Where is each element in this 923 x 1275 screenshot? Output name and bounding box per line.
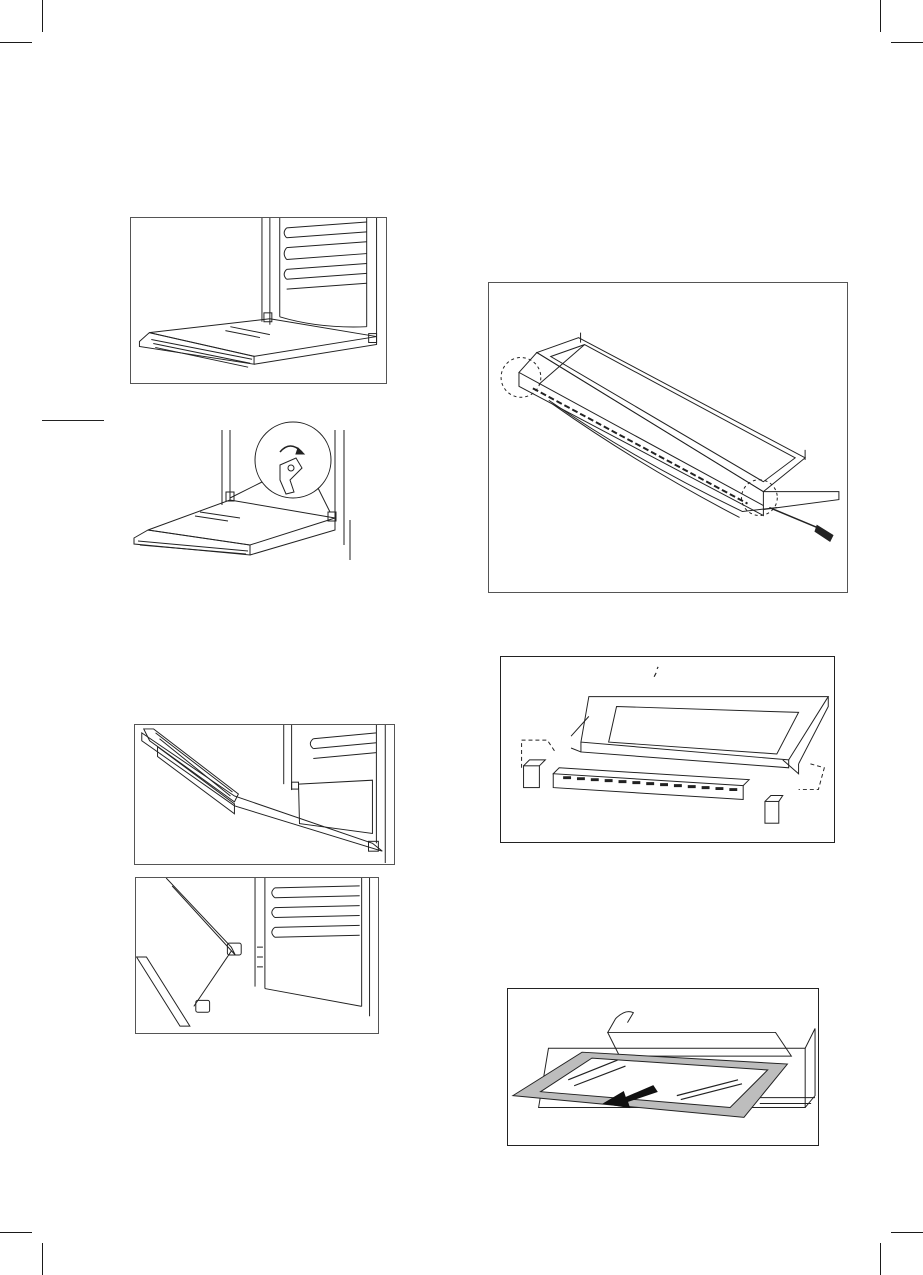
door-removed-icon <box>136 878 378 1033</box>
figure-glass-slide-out <box>507 988 819 1146</box>
figure-door-screwdriver <box>488 282 848 593</box>
door-on-surface-screwdriver-icon <box>489 283 847 592</box>
inner-glass-slide-out-icon <box>508 989 818 1145</box>
door-exploded-parts-icon <box>501 657 834 842</box>
figure-door-removed <box>135 877 379 1034</box>
figure-hinge-lock-lever <box>130 420 378 570</box>
crop-mark <box>42 0 43 32</box>
section-rule <box>42 420 104 421</box>
door-lift-off-icon <box>135 725 394 864</box>
hinge-lock-lever-icon <box>130 420 378 570</box>
crop-mark <box>880 0 881 32</box>
crop-mark <box>891 42 923 43</box>
figure-door-lift-off <box>134 724 395 865</box>
crop-mark <box>0 1232 32 1233</box>
crop-mark <box>891 1232 923 1233</box>
crop-mark <box>880 1243 881 1275</box>
figure-oven-door-open <box>130 217 387 384</box>
figure-door-exploded <box>500 656 835 843</box>
oven-door-open-icon <box>131 218 386 383</box>
crop-mark <box>0 42 32 43</box>
crop-mark <box>42 1243 43 1275</box>
